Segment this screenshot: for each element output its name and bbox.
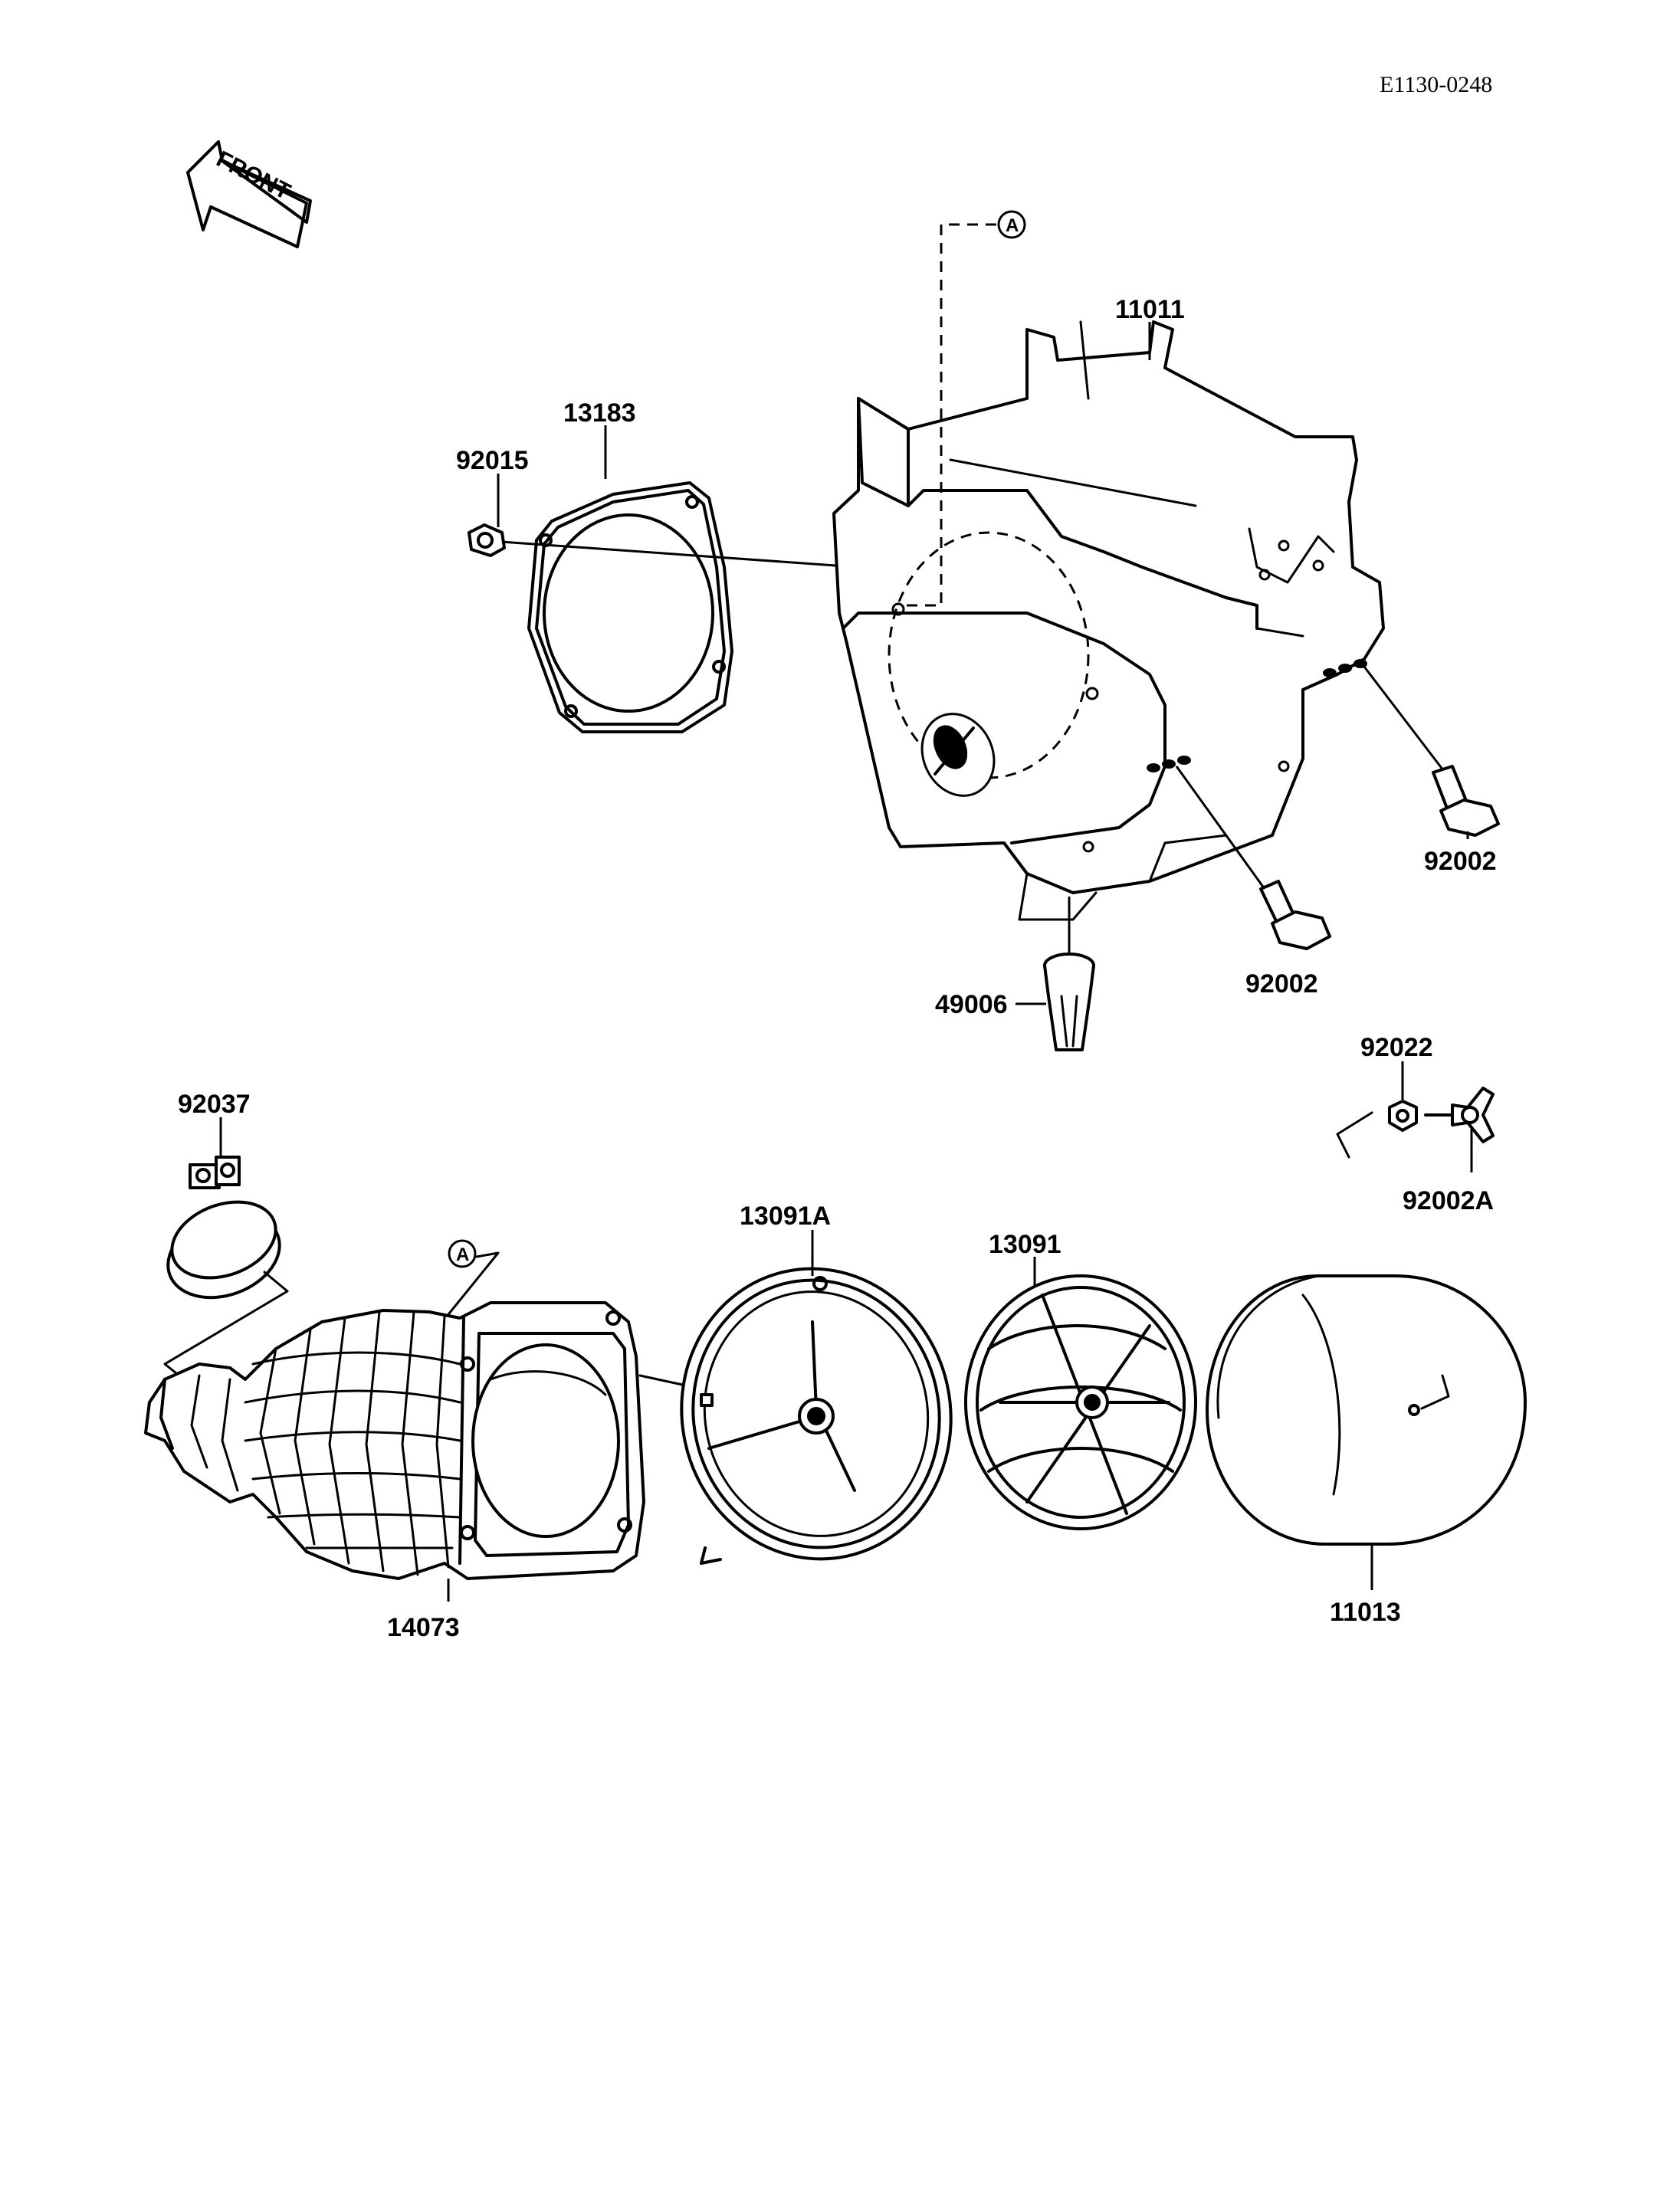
filter-base-plate-13091A: [680, 1267, 953, 1565]
label-13183: 13183: [563, 398, 636, 428]
label-92015: 92015: [456, 446, 529, 475]
label-92002A: 92002A: [1403, 1186, 1494, 1215]
front-arrow-icon: FRONT: [186, 140, 312, 248]
drain-plug-49006: [1043, 897, 1095, 1051]
filter-element-11013: [1206, 1274, 1527, 1546]
label-49006: 49006: [935, 990, 1008, 1019]
label-13091: 13091: [989, 1230, 1061, 1259]
bolt-92002-right: [1363, 666, 1500, 837]
intake-duct-14073: [144, 1301, 645, 1580]
label-92037: 92037: [178, 1090, 251, 1119]
label-11011: 11011: [1115, 295, 1185, 324]
label-13091A: 13091A: [740, 1202, 831, 1231]
clamp-92037: [166, 1156, 281, 1300]
filter-cage-13091: [964, 1274, 1197, 1530]
label-11013: 11013: [1330, 1598, 1401, 1627]
svg-text:A: A: [1006, 215, 1019, 236]
nut-92022: [1388, 1100, 1418, 1132]
bolt-92002-lower: [1175, 766, 1331, 950]
nut-92015: [468, 523, 506, 557]
svg-text:A: A: [456, 1244, 469, 1265]
label-14073: 14073: [387, 1613, 460, 1642]
label-92002-right: 92002: [1424, 847, 1497, 876]
gasket-13183: [527, 481, 733, 733]
label-92002-lower: 92002: [1245, 969, 1318, 998]
air-box-housing: [832, 320, 1385, 921]
label-92022: 92022: [1360, 1033, 1433, 1062]
diagram-code: E1130-0248: [1380, 72, 1492, 97]
ref-mark-a-top: A: [901, 210, 1026, 607]
wing-bolt-92002A: [1424, 1087, 1495, 1143]
